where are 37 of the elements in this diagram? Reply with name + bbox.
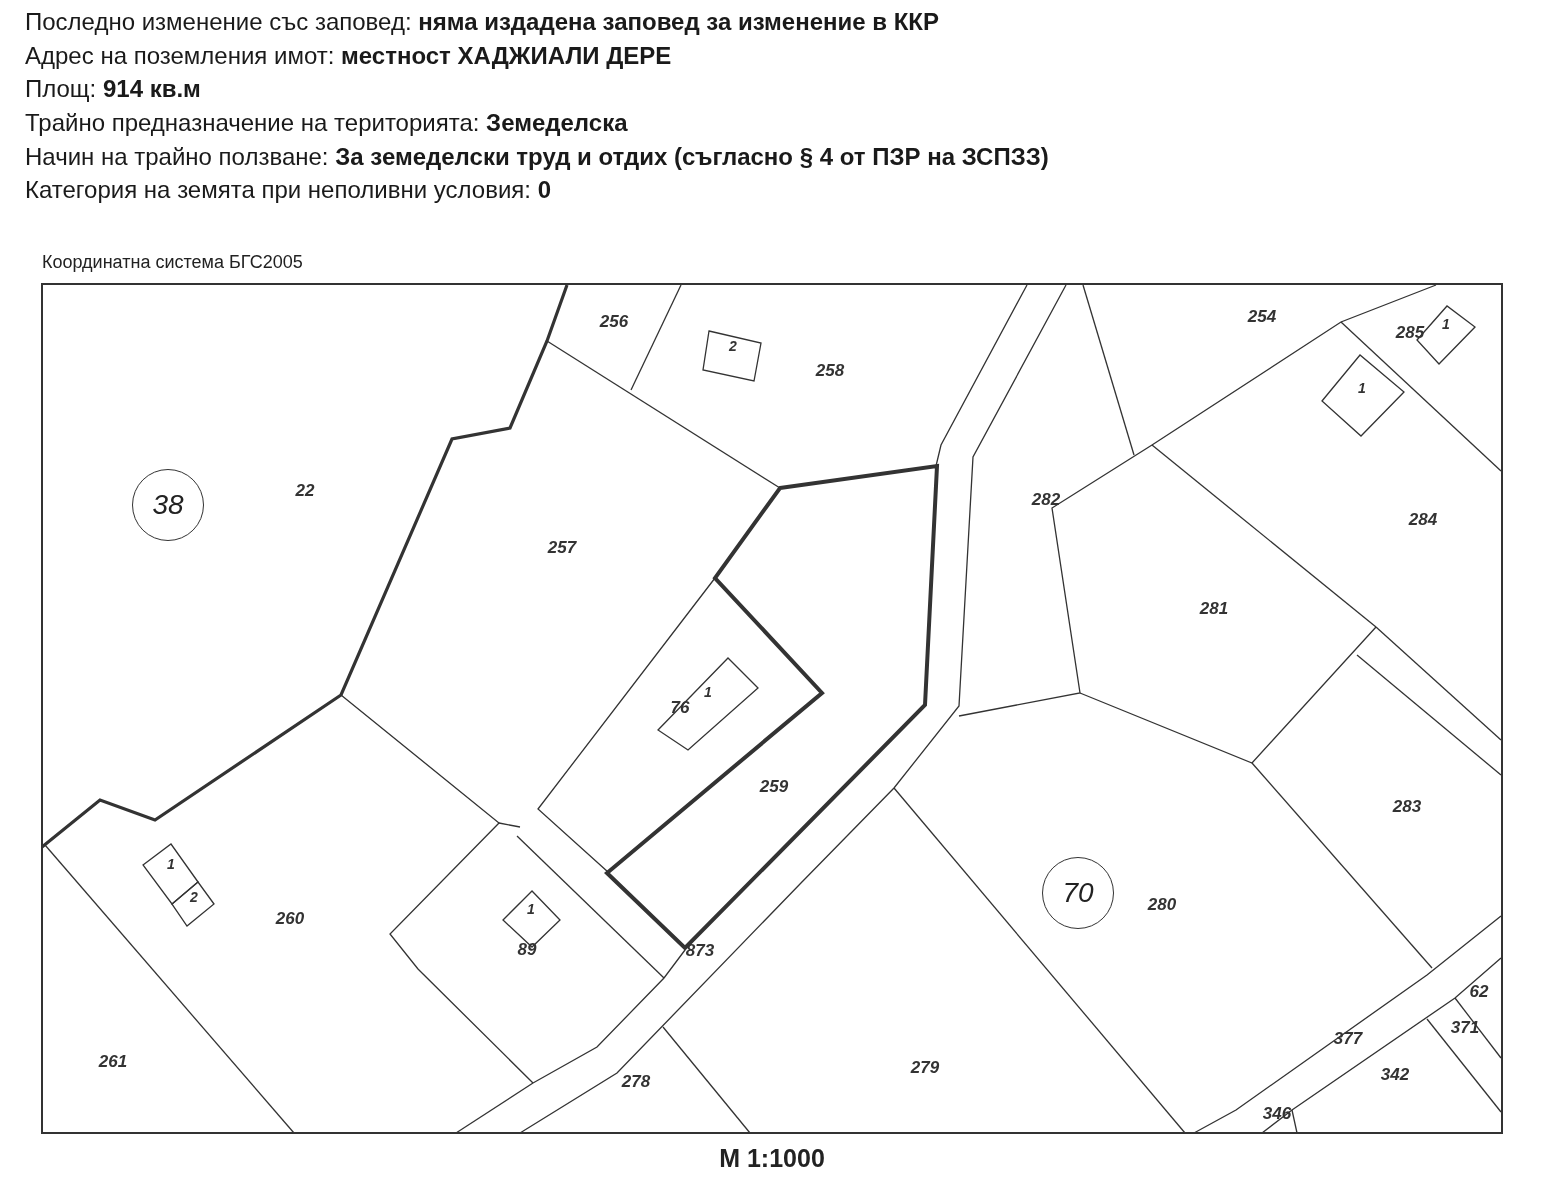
- building-number: 2: [190, 888, 198, 906]
- parcel-number: 283: [1392, 798, 1422, 816]
- building-number: 1: [527, 900, 535, 918]
- parcel-number: 342: [1380, 1066, 1410, 1084]
- building-number: 1: [167, 855, 175, 873]
- parcel-number: 284: [1408, 511, 1438, 529]
- property-info-line: Адрес на поземления имот: местност ХАДЖИАЛИ ДЕРЕ: [25, 42, 672, 70]
- building-number: 1: [1358, 379, 1366, 397]
- parcel-number: 62: [1469, 983, 1489, 1001]
- building-number: 1: [704, 683, 712, 701]
- parcel-number: 279: [910, 1059, 940, 1077]
- parcel-number: 257: [547, 539, 577, 557]
- parcel-number: 281: [1199, 600, 1229, 618]
- map-scale: M 1:1000: [719, 1143, 825, 1173]
- parcel-number: 258: [815, 362, 845, 380]
- parcel-number: 285: [1395, 324, 1425, 342]
- property-info-line: Категория на земята при неполивни условия: 0: [25, 176, 551, 204]
- parcel-number: 280: [1147, 896, 1177, 914]
- parcel-number: 256: [599, 313, 629, 331]
- parcel-number: 278: [621, 1073, 651, 1091]
- parcel-number: 873: [685, 942, 715, 960]
- parcel-number: 259: [759, 778, 789, 796]
- building-number: 2: [729, 337, 737, 355]
- parcel-number: 282: [1031, 491, 1061, 509]
- building-number: 1: [1442, 315, 1450, 333]
- property-info-line: Трайно предназначение на територията: Земеделска: [25, 109, 628, 137]
- parcel-number: 22: [295, 482, 315, 500]
- parcel-number: 260: [275, 910, 305, 928]
- coordinate-system-note: Координатна система БГС2005: [42, 252, 303, 273]
- property-info-line: Начин на трайно ползване: За земеделски труд и отдих (съгласно § 4 от ПЗР на ЗСПЗЗ): [25, 143, 1049, 171]
- parcel-number: 261: [98, 1053, 128, 1071]
- property-info-line: Последно изменение със заповед: няма издадена заповед за изменение в ККР: [25, 8, 939, 36]
- parcel-number: 377: [1333, 1030, 1363, 1048]
- parcel-number: 89: [517, 941, 537, 959]
- parcel-number: 254: [1247, 308, 1277, 326]
- property-info-line: Площ: 914 кв.м: [25, 75, 201, 103]
- parcel-number: 371: [1450, 1019, 1480, 1037]
